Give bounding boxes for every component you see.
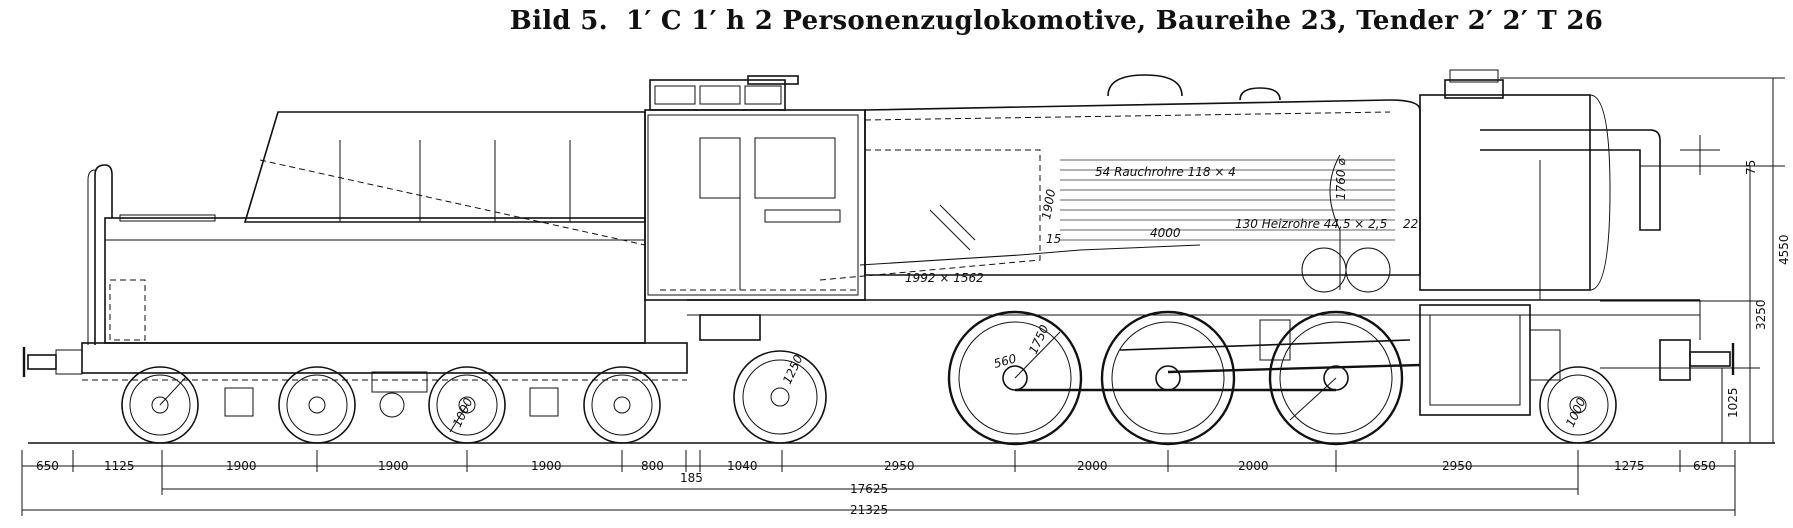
engine-wheels: [733, 310, 1617, 446]
dim-3250: 3250: [1754, 299, 1768, 330]
dim-1275: 1275: [1614, 459, 1645, 473]
frame: [687, 299, 1735, 416]
label-22: 22: [1403, 217, 1418, 231]
tube-hatching: [1060, 159, 1395, 241]
label-rauchrohre: 54 Rauchrohre 118 × 4: [1095, 165, 1236, 179]
label-wheel-tender: 1000: [450, 395, 476, 429]
tender: [22, 111, 688, 418]
dim-1125: 1125: [104, 459, 135, 473]
boiler: [819, 69, 1661, 300]
dimension-texts: 650 1125 1900 1900 1900 800 185 1040 295…: [36, 459, 1716, 517]
dimension-lines: [21, 450, 1736, 516]
label-firebox-height: 1900: [1039, 188, 1058, 221]
dim-1900-c: 1900: [531, 459, 562, 473]
dim-2000-b: 2000: [1238, 459, 1269, 473]
label-heizrohre: 130 Heizrohre 44,5 × 2,5: [1235, 217, 1387, 231]
label-boiler-length: 4000: [1150, 226, 1181, 240]
dim-overall-length: 21325: [850, 503, 888, 517]
label-firebox: 1992 × 1562: [905, 271, 984, 285]
label-wheel-lead: 1250: [780, 352, 806, 386]
dim-800: 800: [641, 459, 664, 473]
dim-185: 185: [680, 471, 703, 485]
drawing-title: Bild 5. 1′ C 1′ h 2 Personenzuglokomotive…: [0, 6, 1793, 36]
vertical-dimensions: 75 4550 3250 1025: [1500, 77, 1791, 443]
dim-650-front: 650: [1693, 459, 1716, 473]
label-wheel-driver-a: 1750: [1026, 322, 1052, 356]
dim-total-wheelbase: 17625: [850, 482, 888, 496]
dim-2950-b: 2950: [1442, 459, 1473, 473]
dim-1025: 1025: [1726, 387, 1740, 418]
label-boiler-dia: 1760 ⌀: [1334, 158, 1348, 200]
tender-wheels: [121, 366, 661, 444]
title-text: 1′ C 1′ h 2 Personenzuglokomotive, Baure…: [626, 6, 1604, 36]
drawing-labels: 54 Rauchrohre 118 × 4 130 Heizrohre 44,5…: [450, 158, 1589, 430]
dim-650-rear: 650: [36, 459, 59, 473]
dim-1900-a: 1900: [226, 459, 257, 473]
label-wheel-trail: 1000: [1563, 395, 1589, 429]
dim-2950-a: 2950: [884, 459, 915, 473]
figure-number: Bild 5.: [509, 6, 609, 36]
label-wheel-driver-b: 560: [992, 351, 1018, 371]
dim-4550: 4550: [1777, 234, 1791, 265]
dim-75: 75: [1744, 160, 1758, 175]
dim-1900-b: 1900: [378, 459, 409, 473]
dim-1040: 1040: [727, 459, 758, 473]
label-15: 15: [1046, 232, 1061, 246]
dim-2000-a: 2000: [1077, 459, 1108, 473]
